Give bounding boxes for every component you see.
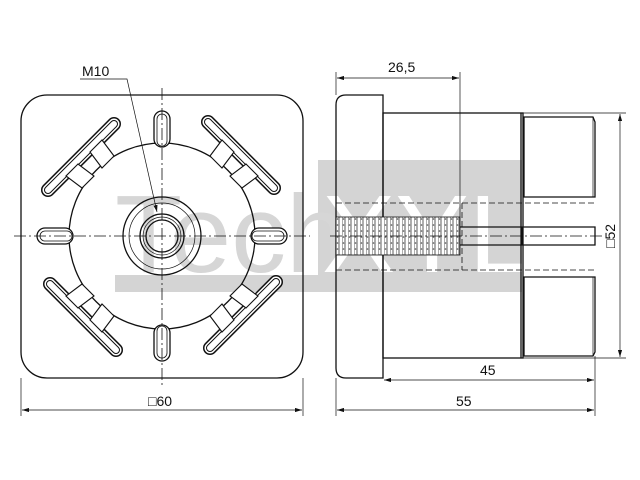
front-view: M10 □60 [14,63,310,416]
width-dimension: □60 [148,393,172,409]
side-view: 26,5 45 55 □52 [330,59,626,416]
watermark: Tech XYL [115,160,530,296]
total-length-dimension: 55 [456,393,472,409]
insert-depth-dimension: 26,5 [388,59,415,75]
watermark-text-tech: Tech [115,173,347,296]
body-size-dimension: □52 [602,224,618,248]
thread-label: M10 [82,63,109,79]
body-length-dimension: 45 [480,362,496,378]
